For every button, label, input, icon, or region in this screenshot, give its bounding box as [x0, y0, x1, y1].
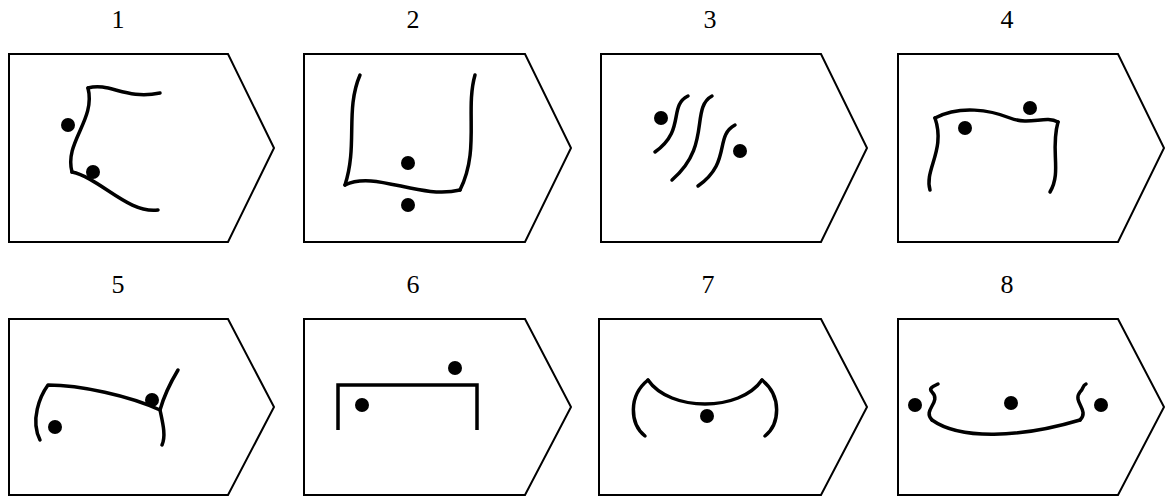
dot — [355, 398, 369, 412]
number-holder: 6 — [303, 272, 523, 298]
curve-figure — [345, 75, 360, 185]
curve-figure — [160, 410, 164, 445]
number-holder: 1 — [8, 7, 228, 33]
figure-number: 1 — [112, 5, 125, 34]
number-holder: 5 — [8, 272, 228, 298]
card-border — [599, 319, 867, 495]
curve-figure — [929, 118, 938, 190]
pentagon-card: 4 — [897, 53, 1165, 243]
card-border — [9, 319, 274, 495]
dot — [401, 156, 415, 170]
dot — [448, 361, 462, 375]
number-holder: 4 — [897, 7, 1117, 33]
pentagon-card: 1 — [8, 53, 275, 243]
curve-figure — [935, 110, 1058, 122]
dot — [86, 165, 100, 179]
figure-number: 6 — [407, 270, 420, 299]
figure-number: 7 — [702, 270, 715, 299]
dot — [145, 393, 159, 407]
curve-figure — [460, 75, 475, 190]
figure-number: 8 — [1001, 270, 1014, 299]
curve-figure — [932, 420, 1080, 434]
dot — [700, 409, 714, 423]
curve-figure — [88, 87, 160, 95]
number-holder: 7 — [598, 272, 818, 298]
card-outline — [8, 53, 275, 243]
figure-number: 4 — [1001, 5, 1014, 34]
figure-number: 3 — [704, 5, 717, 34]
number-holder: 3 — [600, 7, 820, 33]
pentagon-card: 6 — [303, 318, 572, 496]
card-outline — [897, 53, 1165, 243]
pentagon-card: 2 — [303, 53, 572, 243]
figure-number: 2 — [407, 5, 420, 34]
number-holder: 8 — [897, 272, 1117, 298]
pentagon-card: 3 — [600, 53, 868, 243]
card-outline — [598, 318, 868, 496]
curve-figure — [698, 125, 735, 186]
card-outline — [303, 318, 572, 496]
dot — [61, 118, 75, 132]
curve-figure — [655, 96, 688, 152]
dot — [401, 198, 415, 212]
pentagon-card: 5 — [8, 318, 275, 496]
card-border — [601, 54, 867, 242]
card-border — [9, 54, 274, 242]
pentagon-card: 8 — [897, 318, 1165, 496]
curve-figure — [36, 370, 178, 440]
dot — [1004, 396, 1018, 410]
dot — [654, 111, 668, 125]
curve-figure — [1078, 384, 1086, 420]
dot — [958, 121, 972, 135]
curve-figure — [929, 384, 938, 420]
card-border — [898, 319, 1164, 495]
curve-figure — [1050, 122, 1058, 192]
dot — [1023, 101, 1037, 115]
figure-number: 5 — [112, 270, 125, 299]
card-border — [898, 54, 1164, 242]
dot — [48, 420, 62, 434]
curve-figure — [648, 380, 762, 404]
card-outline — [897, 318, 1165, 496]
curve-figure — [345, 181, 460, 192]
curve-figure — [672, 96, 712, 180]
card-outline — [8, 318, 275, 496]
card-outline — [600, 53, 868, 243]
curve-figure — [338, 385, 477, 430]
number-holder: 2 — [303, 7, 523, 33]
curve-figure — [762, 380, 777, 436]
dot — [908, 398, 922, 412]
dot — [1094, 398, 1108, 412]
curve-figure — [72, 172, 158, 210]
dot — [733, 144, 747, 158]
curve-figure — [633, 380, 648, 436]
card-border — [304, 54, 571, 242]
card-border — [304, 319, 571, 495]
card-outline — [303, 53, 572, 243]
curve-figure — [71, 88, 90, 172]
pentagon-card: 7 — [598, 318, 868, 496]
